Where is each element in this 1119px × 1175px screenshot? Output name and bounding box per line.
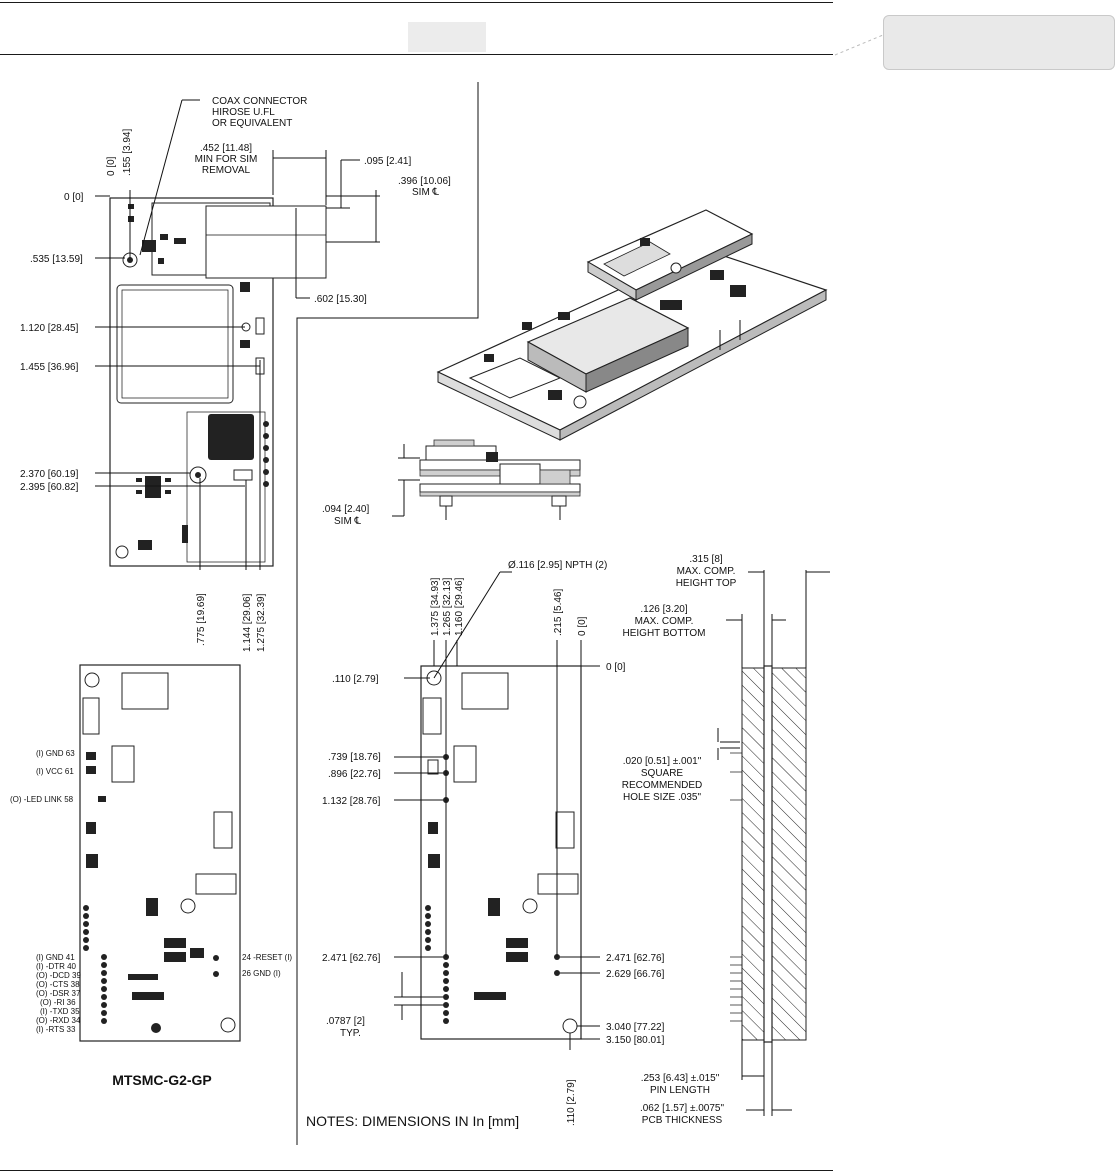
dim-0787: .0787 [2] (326, 1016, 365, 1027)
header-top-rule (0, 2, 833, 3)
comp-top-2: MAX. COMP. (677, 566, 736, 577)
dim-v1375: 1.375 [34.93] (430, 577, 441, 636)
dim-2395: 2.395 [60.82] (20, 482, 79, 493)
square-pin-1: .020 [0.51] ±.001" (623, 756, 702, 767)
square-pin-3: RECOMMENDED (622, 780, 703, 791)
gps-chip (208, 414, 254, 460)
dim-right-zero: 0 [0] (606, 662, 626, 673)
dim-v0: 0 [0] (577, 616, 588, 636)
hole-note: Ø.116 [2.95] NPTH (2) (508, 560, 607, 571)
pin-label-63: (I) GND 63 (36, 749, 75, 758)
dim-2629: 2.629 [66.76] (606, 969, 665, 980)
pcb-thickness-1: .062 [1.57] ±.0075" (640, 1103, 725, 1114)
comp-bot-3: HEIGHT BOTTOM (623, 628, 706, 639)
dim-v1160: 1.160 [29.46] (454, 577, 465, 636)
pin-label-26: 26 GND (I) (242, 969, 281, 978)
model-title: MTSMC-G2-GP (112, 1072, 212, 1088)
coax-label-2: HIROSE U.FL (212, 107, 275, 118)
dim-0787-typ: TYP. (340, 1028, 361, 1039)
pinout-board-outline (79, 664, 241, 1042)
sim-min-label-3: REMOVAL (202, 165, 251, 176)
dim-board (420, 665, 582, 1040)
pin-label-36: (O) -RI 36 (40, 998, 76, 1007)
pcb-thickness-2: PCB THICKNESS (642, 1115, 723, 1126)
side-note-box (883, 15, 1115, 70)
top-board-text: COAX CONNECTOR HIROSE U.FL OR EQUIVALENT… (20, 96, 451, 652)
pinout-board (79, 664, 241, 1042)
top-board-dimensions (95, 99, 380, 570)
dim-155: .155 [3.94] (122, 129, 133, 176)
dim-left-zero: 0 [0] (64, 192, 84, 203)
sim-min-label-1: .452 [11.48] (200, 143, 252, 154)
side-view: .094 [2.40] SIM ℄ (322, 439, 581, 527)
pin-length-1: .253 [6.43] ±.015" (641, 1073, 720, 1084)
comp-bot-2: MAX. COMP. (635, 616, 694, 627)
pin-label-37: (O) -DSR 37 (36, 989, 81, 998)
top-board-view (109, 197, 327, 567)
section-divider (296, 82, 479, 1145)
dim-396-sim: SIM ℄ (412, 187, 440, 198)
footer-rule (0, 1170, 833, 1171)
dim-1455: 1.455 [36.96] (20, 362, 79, 373)
dim-2471-right: 2.471 [62.76] (606, 953, 665, 964)
dim-739: .739 [18.76] (328, 752, 381, 763)
square-pin-2: SQUARE (641, 768, 684, 779)
dim-2471-left: 2.471 [62.76] (322, 953, 381, 964)
dim-1275: 1.275 [32.39] (256, 593, 267, 652)
side-note-connector (834, 34, 884, 56)
comp-top-3: HEIGHT TOP (676, 578, 737, 589)
side-profile: .315 [8] MAX. COMP. HEIGHT TOP .126 [3.2… (622, 554, 830, 1126)
sim-card (205, 205, 327, 279)
coax-label-3: OR EQUIVALENT (212, 118, 292, 129)
pin-label-39: (O) -DCD 39 (36, 971, 81, 980)
dim-3040: 3.040 [77.22] (606, 1022, 665, 1033)
dimension-notes: NOTES: DIMENSIONS IN In [mm] (306, 1113, 519, 1129)
pin-label-35: (I) -TXD 35 (40, 1007, 80, 1016)
pin-label-24: 24 -RESET (I) (242, 953, 292, 962)
header-tab (408, 22, 486, 52)
dim-095: .095 [2.41] (364, 156, 411, 167)
isometric-view (436, 209, 828, 441)
pinout-labels: (I) GND 63 (I) VCC 61 (O) -LED LINK 58 (… (10, 749, 292, 1088)
dim-bottom-110: .110 [2.79] (566, 1079, 577, 1126)
dim-board-outline (420, 665, 582, 1040)
dim-396: .396 [10.06] (398, 176, 451, 187)
dim-896: .896 [22.76] (328, 769, 381, 780)
dim-535: .535 [13.59] (30, 254, 83, 265)
dim-1144: 1.144 [29.06] (242, 593, 253, 652)
dim-110: .110 [2.79] (332, 674, 379, 685)
square-pin-4: HOLE SIZE .035" (623, 792, 701, 803)
sim-min-label-2: MIN FOR SIM (195, 154, 258, 165)
dim-1132: 1.132 [28.76] (322, 796, 381, 807)
dim-v1265: 1.265 [32.13] (442, 577, 453, 636)
pin-label-33: (I) -RTS 33 (36, 1025, 76, 1034)
pin-label-38: (O) -CTS 38 (36, 980, 80, 989)
dim-top-zero: 0 [0] (106, 156, 117, 176)
comp-top-1: .315 [8] (689, 554, 723, 565)
pin-label-61: (I) VCC 61 (36, 767, 74, 776)
dim-3150: 3.150 [80.01] (606, 1035, 665, 1046)
dim-602: .602 [15.30] (314, 294, 367, 305)
dim-v215: .215 [5.46] (553, 589, 564, 636)
dim-2370: 2.370 [60.19] (20, 469, 79, 480)
dim-094-sim: SIM ℄ (334, 516, 362, 527)
pin-label-58: (O) -LED LINK 58 (10, 795, 74, 804)
coax-label-1: COAX CONNECTOR (212, 96, 307, 107)
pin-label-40: (I) -DTR 40 (36, 962, 77, 971)
pin-label-34: (O) -RXD 34 (36, 1016, 81, 1025)
pin-label-41: (I) GND 41 (36, 953, 75, 962)
dim-775: .775 [19.69] (196, 593, 207, 646)
dim-1120: 1.120 [28.45] (20, 323, 79, 334)
comp-bot-1: .126 [3.20] (640, 604, 687, 615)
dim-094: .094 [2.40] (322, 504, 369, 515)
header-bottom-rule (0, 54, 833, 55)
pin-length-2: PIN LENGTH (650, 1085, 710, 1096)
radio-module (116, 284, 234, 404)
dim-board-dimensions: Ø.116 [2.95] NPTH (2) 1.375 [34.93] 1.26… (306, 560, 665, 1129)
